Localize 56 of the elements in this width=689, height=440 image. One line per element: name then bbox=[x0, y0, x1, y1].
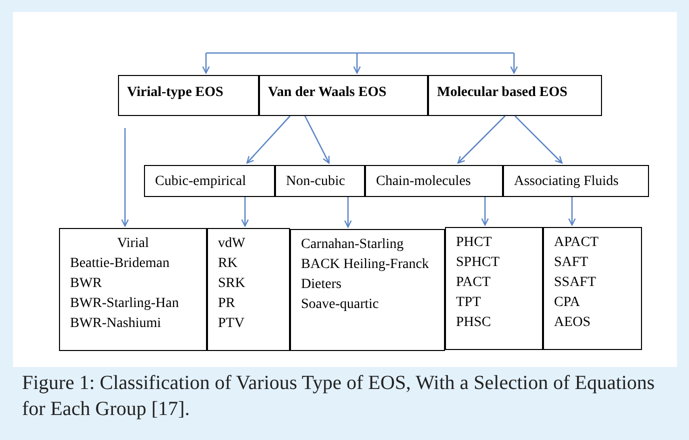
arrow bbox=[304, 116, 330, 164]
arrow bbox=[202, 53, 210, 74]
equation-name: APACT bbox=[554, 234, 599, 252]
equation-name: vdW bbox=[218, 235, 246, 253]
equation-name: TPT bbox=[456, 294, 481, 312]
equation-name: AEOS bbox=[554, 314, 591, 332]
equation-name: SRK bbox=[218, 275, 246, 293]
equation-name: PACT bbox=[456, 274, 491, 292]
arrow bbox=[241, 197, 249, 227]
arrow bbox=[514, 116, 563, 164]
equation-list-box bbox=[445, 227, 543, 350]
category-label: Molecular based EOS bbox=[437, 84, 568, 102]
equation-name: BACK Heiling-Franck Dieters bbox=[301, 256, 430, 294]
arrow bbox=[457, 116, 506, 164]
subcategory-label: Non-cubic bbox=[286, 173, 346, 191]
subcategory-label: Chain-molecules bbox=[376, 173, 472, 191]
connector-trunk bbox=[206, 52, 514, 54]
equation-name: BWR-Starling-Han bbox=[70, 295, 179, 313]
equation-name: Soave-quartic bbox=[301, 296, 379, 314]
equation-list-box bbox=[59, 228, 207, 351]
category-label: Van der Waals EOS bbox=[268, 84, 388, 102]
equation-name: PHCT bbox=[456, 234, 492, 252]
equation-list-box bbox=[207, 228, 290, 351]
arrow bbox=[481, 197, 489, 226]
equation-name: SPHCT bbox=[456, 254, 500, 272]
equation-name: BWR-Nashiumi bbox=[70, 315, 161, 333]
equation-list-box bbox=[290, 229, 445, 351]
arrow bbox=[568, 197, 576, 226]
subcategory-box bbox=[144, 165, 275, 197]
arrow bbox=[353, 53, 361, 74]
equation-list-box bbox=[543, 227, 642, 350]
arrow bbox=[246, 116, 290, 164]
equation-name: RK bbox=[218, 255, 238, 273]
category-box bbox=[259, 75, 428, 116]
category-label: Virial-type EOS bbox=[127, 84, 224, 102]
category-box bbox=[118, 75, 259, 116]
subcategory-box bbox=[365, 165, 503, 197]
equation-name: Carnahan-Starling bbox=[301, 236, 404, 254]
equation-name: Virial bbox=[117, 235, 149, 253]
equation-name: PHSC bbox=[456, 314, 492, 332]
figure-caption: Figure 1: Classification of Various Type of EOS, With a Selection of Equations for Each Group [17]. bbox=[22, 371, 656, 422]
equation-name: SSAFT bbox=[554, 274, 596, 292]
subcategory-box bbox=[503, 165, 649, 197]
equation-name: PTV bbox=[218, 315, 244, 333]
arrow bbox=[510, 53, 518, 74]
subcategory-label: Associating Fluids bbox=[514, 173, 620, 191]
equation-name: Beattie-Brideman bbox=[70, 255, 170, 273]
equation-name: BWR bbox=[70, 275, 102, 293]
arrow bbox=[121, 128, 129, 227]
category-box bbox=[428, 75, 602, 116]
equation-name: CPA bbox=[554, 294, 580, 312]
equation-name: SAFT bbox=[554, 254, 588, 272]
subcategory-box bbox=[275, 165, 365, 197]
subcategory-label: Cubic-empirical bbox=[155, 173, 247, 191]
arrow bbox=[344, 197, 352, 228]
equation-name: PR bbox=[218, 295, 236, 313]
